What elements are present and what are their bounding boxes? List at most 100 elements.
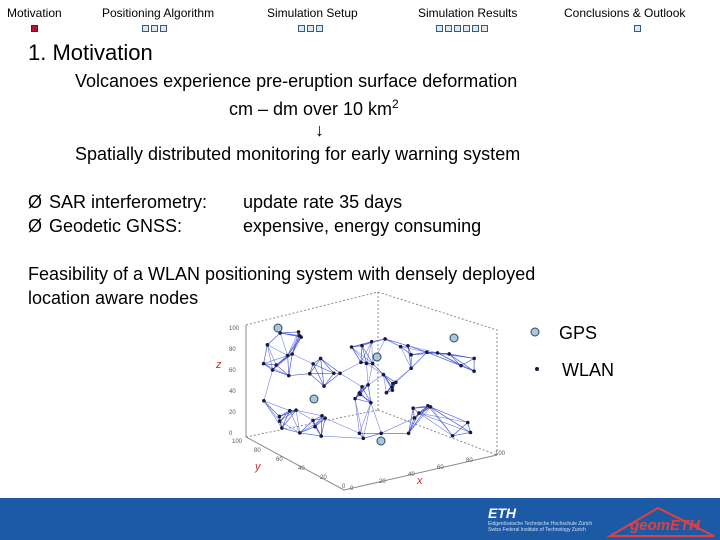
wlan-node <box>349 345 354 349</box>
wlan-link <box>263 344 268 364</box>
wlan-node <box>311 418 315 423</box>
wlan-node <box>390 385 394 389</box>
wlan-node <box>472 356 476 361</box>
wlan-link <box>385 338 409 347</box>
wlan-link <box>383 374 387 393</box>
wlan-link <box>359 384 369 394</box>
nav-dot[interactable] <box>142 25 149 32</box>
wlan-link <box>299 420 314 434</box>
wlan-link <box>414 406 431 419</box>
wlan-link <box>411 351 428 356</box>
nav-item-conclusions-outlook[interactable]: Conclusions & Outlook <box>564 6 686 20</box>
wlan-node <box>307 371 312 376</box>
wlan-node <box>278 331 282 335</box>
nav-dot[interactable] <box>160 25 167 32</box>
wlan-node <box>459 363 463 368</box>
wlan-link <box>361 341 372 346</box>
y-axis-label: y <box>254 461 262 473</box>
wlan-link <box>360 394 372 403</box>
wlan-node <box>409 352 413 357</box>
wlan-link <box>295 410 301 433</box>
x-tick-label: 20 <box>379 479 386 485</box>
wlan-link <box>320 418 326 437</box>
nav-dot[interactable] <box>481 25 488 32</box>
wlan-link <box>288 373 310 376</box>
wlan-link <box>437 352 475 372</box>
eth-logo: ETH <box>488 505 516 521</box>
wlan-link <box>359 392 361 395</box>
wlan-link <box>372 338 386 364</box>
wlan-link <box>411 352 438 356</box>
wlan-node <box>425 350 429 354</box>
wlan-link <box>410 351 428 369</box>
y-tick-label: 60 <box>276 457 283 463</box>
legend-wlan-label: WLAN <box>562 360 614 380</box>
wlan-link <box>414 405 429 419</box>
wlan-link <box>371 341 373 364</box>
wlan-link <box>360 384 369 395</box>
wlan-node <box>287 373 291 378</box>
wlan-link <box>291 336 302 355</box>
wlan-link <box>414 412 420 419</box>
y-tick-label: 0 <box>342 484 346 490</box>
wlan-link <box>359 386 363 394</box>
wlan-link <box>363 433 382 439</box>
wlan-link <box>263 344 268 364</box>
nav-dot[interactable] <box>634 25 641 32</box>
wlan-link <box>320 358 335 374</box>
wlan-link <box>418 412 468 423</box>
wlan-link <box>384 338 401 347</box>
nav-item-motivation[interactable]: Motivation <box>7 6 62 20</box>
wlan-link <box>323 373 335 387</box>
section-navigation: Motivation Positioning Algorithm Simulat… <box>0 0 720 40</box>
wlan-link <box>309 358 321 374</box>
nav-dot[interactable] <box>316 25 323 32</box>
wlan-node <box>435 351 440 355</box>
wlan-link <box>392 382 396 384</box>
wlan-link <box>448 353 462 366</box>
geometh-logo: geomETH <box>606 506 715 537</box>
nav-dot[interactable] <box>436 25 443 32</box>
wlan-link <box>272 355 288 371</box>
wlan-link <box>291 335 300 355</box>
wlan-link <box>360 362 367 364</box>
wlan-link <box>279 421 283 429</box>
nav-item-simulation-setup[interactable]: Simulation Setup <box>267 6 358 20</box>
wlan-link <box>426 351 450 355</box>
wlan-link <box>263 400 290 411</box>
wlan-link <box>312 420 316 427</box>
wlan-link <box>407 345 412 355</box>
wlan-node <box>366 383 370 387</box>
nav-dot[interactable] <box>472 25 479 32</box>
wlan-node <box>299 335 303 339</box>
nav-dot[interactable] <box>454 25 461 32</box>
wlan-link <box>407 345 428 353</box>
nav-dot[interactable] <box>307 25 314 32</box>
wlan-link <box>298 331 302 338</box>
nav-dot[interactable] <box>151 25 158 32</box>
wlan-node <box>280 426 284 430</box>
wlan-link <box>354 392 360 399</box>
wlan-link <box>281 410 291 429</box>
wlan-link <box>408 417 415 434</box>
wlan-link <box>418 406 431 414</box>
wlan-node <box>412 416 417 420</box>
wlan-link <box>280 332 300 336</box>
wlan-link <box>272 364 277 371</box>
nav-dot[interactable] <box>31 25 38 32</box>
nav-dot[interactable] <box>445 25 452 32</box>
wlan-node <box>398 344 403 349</box>
wlan-node <box>383 337 387 341</box>
wlan-link <box>383 374 397 383</box>
wlan-link <box>354 386 363 399</box>
plot-frame-front <box>245 325 498 491</box>
nav-item-simulation-results[interactable]: Simulation Results <box>418 6 518 20</box>
wlan-link <box>354 398 371 403</box>
wlan-link <box>289 410 301 433</box>
nav-dot[interactable] <box>463 25 470 32</box>
nav-item-positioning-algorithm[interactable]: Positioning Algorithm <box>102 6 215 20</box>
wlan-link <box>400 345 408 347</box>
wlan-link <box>418 406 431 414</box>
nav-dot[interactable] <box>298 25 305 32</box>
wlan-node <box>294 408 298 412</box>
